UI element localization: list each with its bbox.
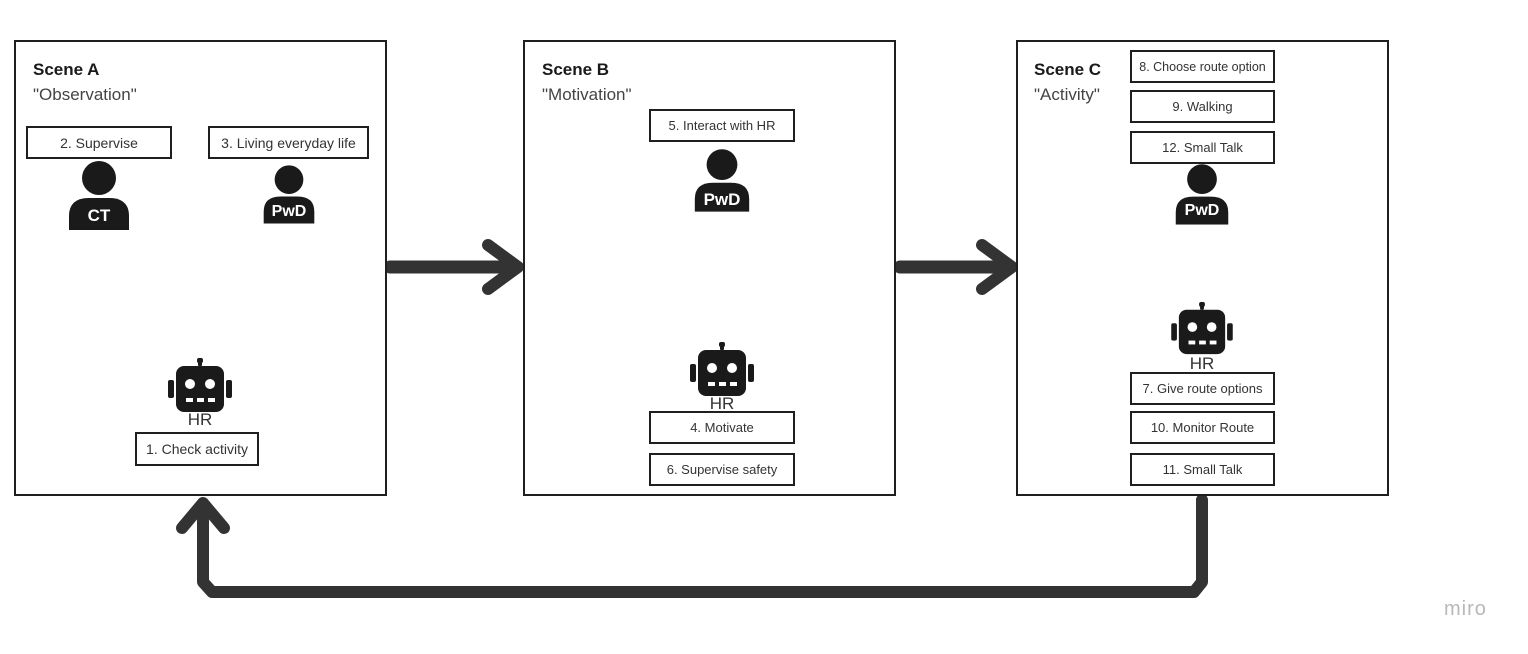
robot-icon — [1171, 302, 1233, 356]
scene-a-title: Scene A — [33, 60, 100, 79]
scene-b-title: Scene B — [542, 60, 610, 79]
scene-b-supervise-safety-box: 6. Supervise safety — [649, 453, 795, 486]
scene-a-panel — [14, 40, 387, 496]
arrow-icon — [176, 494, 1208, 598]
pwd-label-a: PwD — [271, 203, 307, 220]
hr-label-c: HR — [1189, 354, 1215, 373]
scene-b-interact-box: 5. Interact with HR — [649, 109, 795, 142]
scene-c-walking-box: 9. Walking — [1130, 90, 1275, 123]
pwd-label-b: PwD — [703, 190, 741, 209]
scene-b-motivate-box: 4. Motivate — [649, 411, 795, 444]
scene-c-title: Scene C — [1034, 60, 1102, 79]
arrow-icon — [893, 239, 1018, 295]
scene-c-monitor-route-box: 10. Monitor Route — [1130, 411, 1275, 444]
scene-c-small-talk-box-top: 12. Small Talk — [1130, 131, 1275, 164]
miro-watermark: miro — [1444, 598, 1487, 620]
scene-a-check-activity-box: 1. Check activity — [135, 432, 259, 466]
scene-c-give-route-box: 7. Give route options — [1130, 372, 1275, 405]
scene-a-subtitle: "Observation" — [33, 85, 137, 104]
robot-icon — [690, 342, 754, 398]
scene-c-choose-route-box: 8. Choose route option — [1130, 50, 1275, 83]
scene-a-living-box: 3. Living everyday life — [208, 126, 369, 159]
pwd-label-c: PwD — [1184, 202, 1220, 219]
ct-label: CT — [87, 206, 111, 225]
arrow-icon — [383, 239, 524, 295]
scene-c-small-talk-box-bottom: 11. Small Talk — [1130, 453, 1275, 486]
scene-c-subtitle: "Activity" — [1034, 85, 1100, 104]
scene-b-subtitle: "Motivation" — [542, 85, 632, 104]
scene-a-supervise-box: 2. Supervise — [26, 126, 172, 159]
hr-label-a: HR — [187, 410, 213, 429]
hr-label-b: HR — [709, 394, 735, 413]
robot-icon — [168, 358, 232, 414]
